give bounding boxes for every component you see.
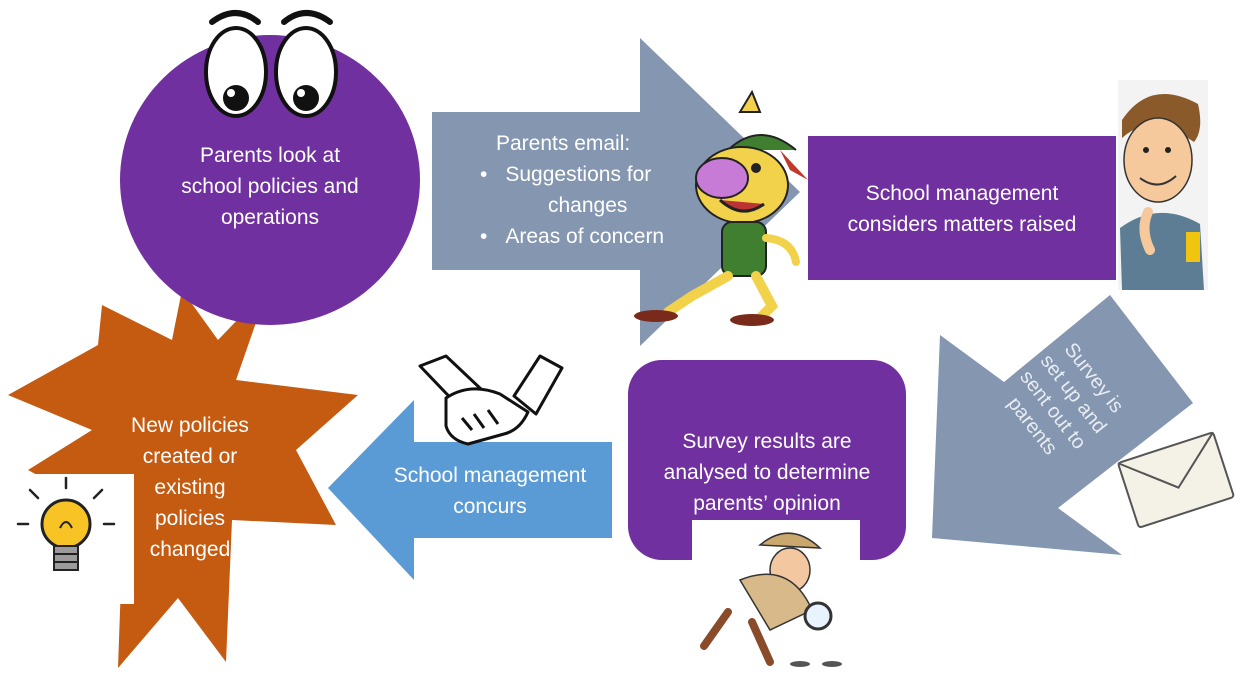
thinking-boy-icon (1118, 80, 1208, 290)
cartoon-eyes-icon (204, 10, 338, 118)
bullet-suggestions: Suggestions for (468, 159, 680, 190)
management-concurs-label: School management concurs (393, 464, 587, 518)
management-considers-box (808, 136, 1116, 280)
detective-icon (692, 520, 860, 676)
new-policies-label: New policies created or existing policie… (131, 414, 249, 561)
parents-email-heading: Parents email: (496, 132, 631, 155)
bullet-suggestions-continued: changes (548, 194, 628, 217)
arrow-left-shape (328, 400, 612, 580)
bullet-areas: Areas of concern (468, 221, 680, 252)
cartoon-cat-icon (634, 89, 808, 326)
starburst-shape (8, 288, 358, 668)
handshake-icon (418, 354, 564, 446)
arrow-diagonal-shape (932, 295, 1193, 555)
parents-email-label: Parents email: Suggestions for changes A… (468, 128, 680, 252)
envelope-icon (1117, 431, 1235, 529)
survey-results-label: Survey results are analysed to determine… (663, 430, 871, 515)
survey-results-box (628, 360, 906, 560)
parents-circle (120, 35, 420, 325)
arrow-right-shape (432, 38, 800, 346)
lightbulb-icon (8, 474, 134, 604)
management-considers-label: School management considers matters rais… (847, 182, 1077, 236)
parents-look-label: Parents look at school policies and oper… (181, 144, 359, 229)
